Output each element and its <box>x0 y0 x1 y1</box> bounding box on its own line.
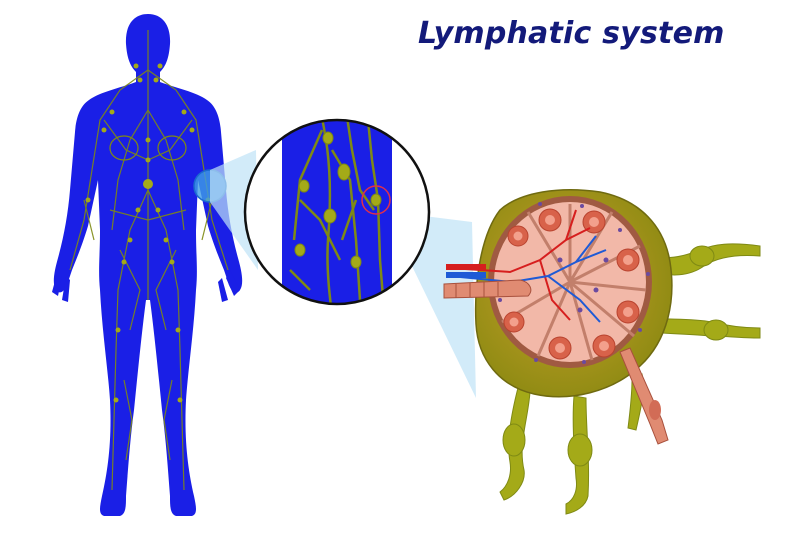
magnifier-circle-icon <box>243 118 431 306</box>
zoom-funnel-arm <box>210 150 258 270</box>
page-title: Lymphatic system <box>418 16 725 51</box>
human-body-icon <box>52 14 243 516</box>
lymph-node-cross-section-icon <box>443 189 761 515</box>
